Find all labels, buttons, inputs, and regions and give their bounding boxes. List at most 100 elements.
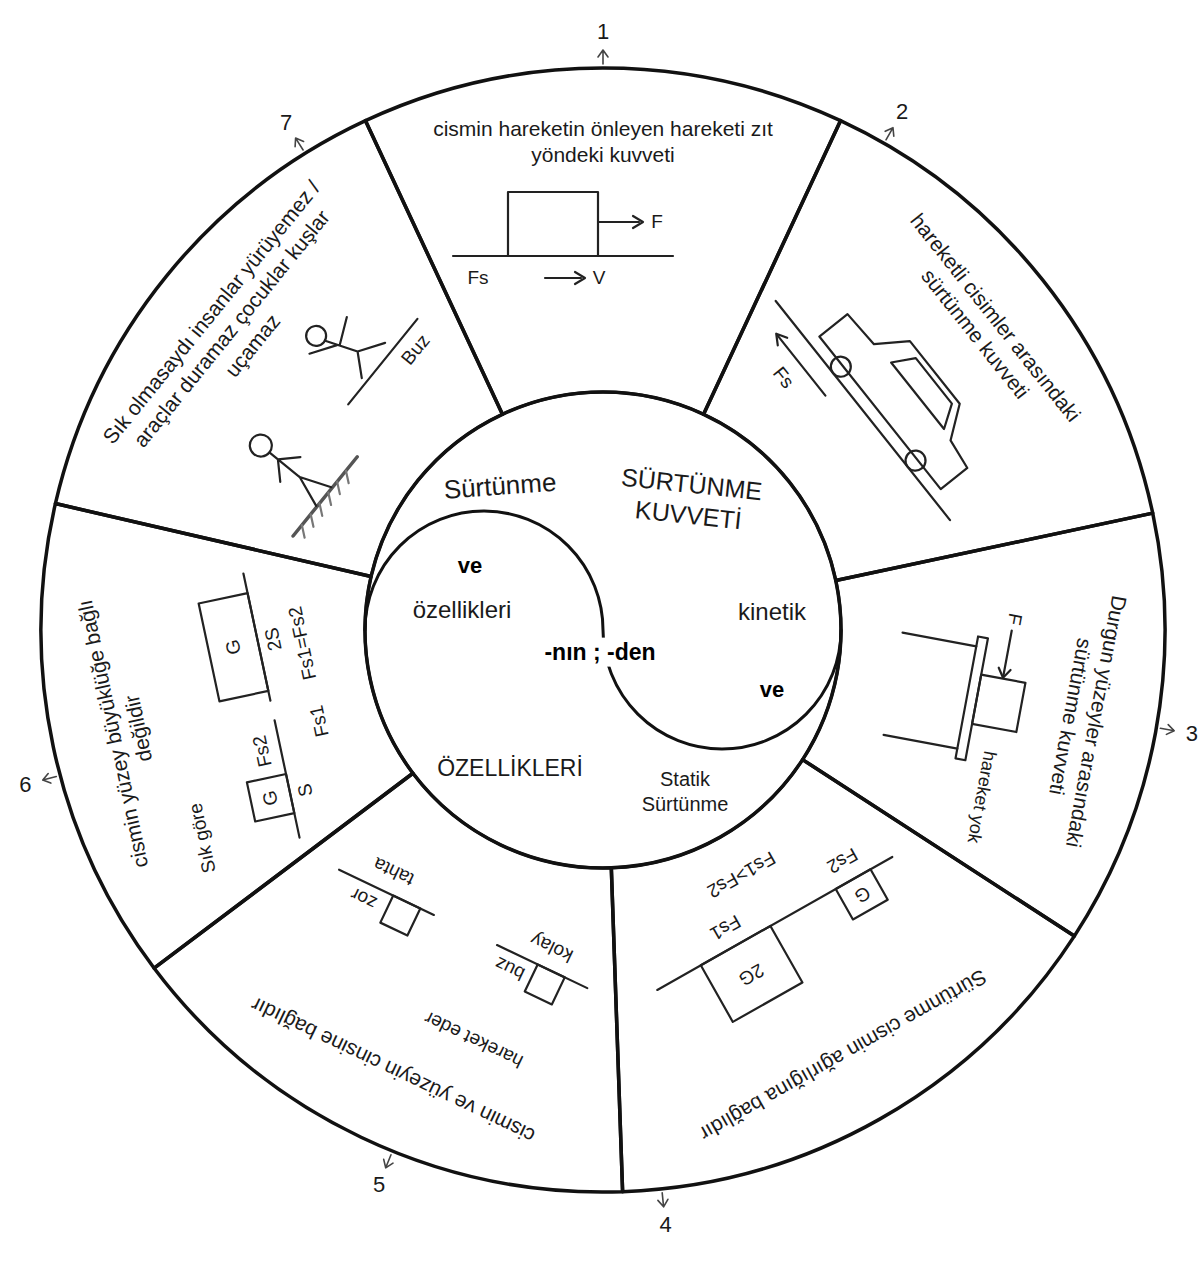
center-title: ÖZELLİKLERİ	[437, 754, 583, 783]
car-drawing-part	[891, 349, 961, 429]
callout-arrow	[43, 774, 57, 784]
drawing-label: buz	[492, 952, 529, 984]
sector-outline	[154, 773, 622, 1192]
drawing-label: Sık göre	[185, 801, 220, 875]
surface-drawing-part	[525, 964, 565, 1004]
connector-word: ve	[760, 676, 784, 704]
suffix-text: -nın ; -den	[540, 638, 659, 667]
drawing-label: G	[259, 788, 283, 807]
connector-word: ve	[458, 552, 482, 580]
center-text: kinetik	[738, 597, 806, 627]
sector-text: cismin hareketin önleyen hareketi zıt yö…	[433, 116, 773, 169]
drawing-label: hareket yok	[963, 749, 999, 844]
center-title: SÜRTÜNME KUVVETİ	[612, 461, 768, 539]
node-outline	[41, 68, 1165, 1192]
center-circle-outline	[365, 392, 841, 868]
sector-outline	[611, 760, 1074, 1192]
wheel-sector: Durgun yüzeyler arasındaki sürtünme kuvv…	[41, 68, 1165, 1192]
drawing-label: Fs	[467, 268, 488, 289]
block-drawing-part	[598, 221, 639, 223]
area-drawing	[194, 574, 299, 848]
surface-drawing	[326, 870, 587, 1015]
node-outline	[41, 68, 1165, 1192]
wheel-sector: cismin hareketin önleyen hareketi zıt yö…	[41, 68, 1165, 1192]
wheel-sector: hareketli cisimler arasındaki sürtünme k…	[41, 68, 1165, 1192]
drawing-label: Fs1	[306, 703, 333, 738]
drawing-label: Fs2	[249, 734, 276, 769]
wheel-sector: cismin ve yüzeyin cinsine bağlıdır	[41, 68, 1165, 1192]
drawing-label: 2G	[735, 958, 767, 989]
drawing-label: Buz	[397, 330, 434, 369]
wheel-sector: cismin yüzey büyüklüğe bağlı değildir	[41, 68, 1165, 1192]
s-curve	[365, 511, 841, 749]
people-drawing-part	[293, 457, 357, 536]
drawing-label: kolay	[527, 928, 576, 966]
node-outline	[41, 68, 1165, 1192]
sector-outline	[803, 513, 1165, 936]
table-drawing-part	[884, 735, 958, 749]
drawing-label: S	[294, 782, 317, 799]
sector-text: cismin yüzey büyüklüğe bağlı değildir	[65, 560, 187, 903]
sector-outline	[365, 68, 840, 414]
car-drawing-part	[772, 330, 788, 345]
drawing-label: F	[1003, 611, 1026, 626]
weight-drawing-part	[836, 869, 888, 919]
drawing-label: V	[593, 268, 606, 289]
callout-number: 7	[280, 111, 292, 135]
callout-arrow	[295, 138, 304, 150]
drawing-label: Fs1	[706, 910, 744, 944]
callout-arrow	[658, 1193, 668, 1207]
table-drawing-part	[956, 636, 988, 760]
table-drawing	[882, 611, 1035, 768]
block-drawing-part	[545, 277, 581, 279]
people-drawing-part	[297, 471, 354, 538]
block-drawing-part	[633, 216, 643, 228]
center-text: özellikleri	[413, 595, 512, 625]
node-outline	[41, 68, 1165, 1192]
callout-arrow	[885, 128, 894, 140]
sector-text: hareketli cisimler arasındaki sürtünme k…	[859, 177, 1112, 476]
car-drawing-part	[901, 447, 929, 475]
drawing-label: F	[651, 212, 663, 233]
callout-number: 1	[597, 20, 609, 44]
drawing-label: zor	[348, 883, 381, 913]
surface-drawing-part	[380, 896, 420, 936]
drawing-label: tahta	[370, 853, 417, 890]
drawing-label: Fs	[769, 363, 798, 393]
people-drawing-part	[309, 310, 388, 389]
drawing-label: hareket eder	[422, 1007, 527, 1072]
center-circle: Sürtünme ve özellikleri -nın ; -den kinetik v…	[365, 392, 841, 868]
drawing-label: Fs1>Fs2	[703, 846, 778, 901]
center-text: Statik Sürtünme	[625, 767, 745, 817]
drawing-label: 2S	[261, 625, 286, 652]
center-heading: Sürtünme	[443, 466, 558, 506]
sector-text: Sürtünme cismin ağırlığına bağlıdır	[689, 960, 998, 1150]
table-drawing-part	[972, 675, 1025, 732]
callout-number: 3	[1186, 722, 1198, 746]
callout-arrows	[43, 50, 1174, 1207]
people-drawing-part	[245, 430, 276, 461]
table-drawing-part	[997, 668, 1010, 679]
sector-outline	[55, 121, 502, 577]
car-drawing-part	[776, 301, 950, 520]
wheel-sector: Sık olmasaydı insanlar yürüyemez / araçl…	[41, 68, 1165, 1192]
block-drawing-part	[508, 192, 598, 256]
drawing-label: G	[850, 881, 873, 906]
node-outline	[365, 392, 841, 868]
sector-outline	[704, 121, 1153, 581]
area-drawing-part	[199, 593, 269, 701]
car-drawing-part	[827, 353, 855, 381]
weight-drawing-part	[657, 857, 892, 990]
people-drawing-part	[259, 440, 334, 509]
sector-text: cismin ve yüzeyin cinsine bağlıdır	[234, 985, 552, 1155]
node-outline	[41, 68, 1165, 1192]
block-drawing-part	[575, 272, 585, 284]
sector-text: Sık olmasaydı insanlar yürüyemez / araçl…	[94, 172, 369, 486]
drawing-label: Fs1=Fs2	[285, 604, 321, 681]
sector-text: Durgun yüzeyler arasındaki sürtünme kuvv…	[1027, 552, 1139, 886]
callout-number: 6	[19, 773, 31, 797]
callout-number: 5	[373, 1172, 385, 1196]
node-outline	[41, 68, 1165, 1192]
